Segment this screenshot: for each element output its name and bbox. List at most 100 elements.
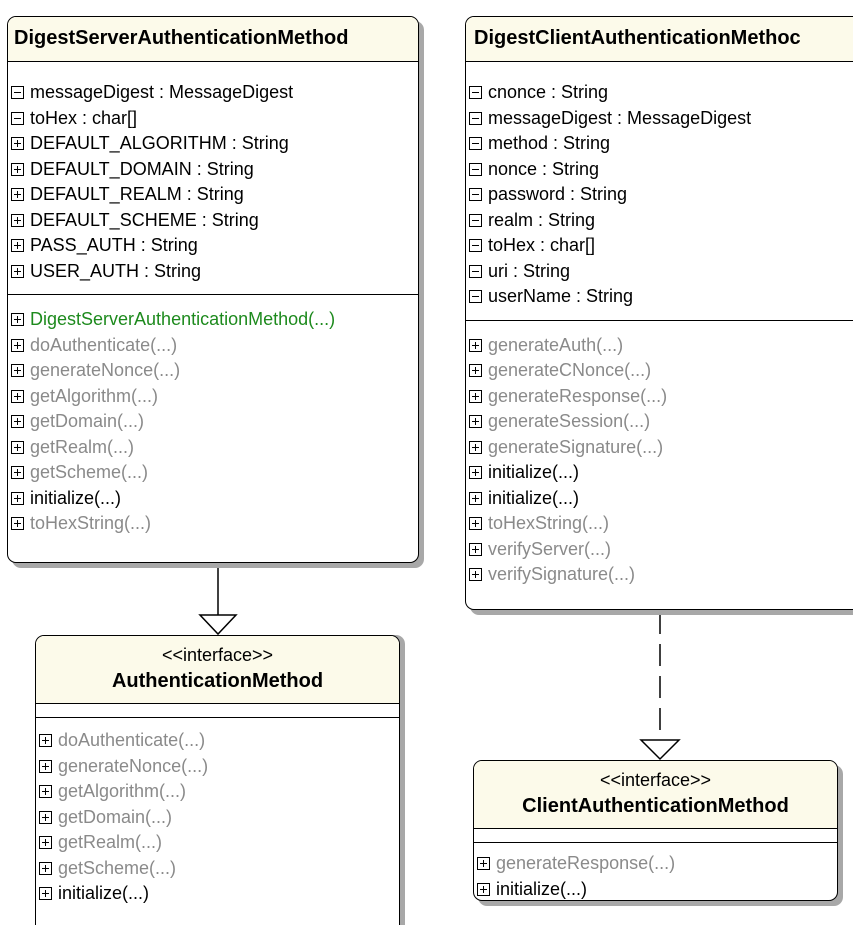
expand-icon[interactable] [11,338,24,352]
collapse-icon[interactable] [469,86,482,100]
client-class-method[interactable]: generateResponse(...) [466,384,853,410]
expand-icon[interactable] [469,389,482,403]
collapse-icon[interactable] [469,162,482,176]
expand-icon[interactable] [11,466,24,480]
expand-icon[interactable] [469,338,482,352]
server-class-method[interactable]: getScheme(...) [8,460,418,486]
expand-icon[interactable] [11,188,24,202]
auth-interface-method[interactable]: generateNonce(...) [36,754,399,780]
client-class-method[interactable]: toHexString(...) [466,511,853,537]
expand-icon[interactable] [477,857,490,871]
server-class-method[interactable]: getRealm(...) [8,435,418,461]
server-class-attribute[interactable]: USER_AUTH : String [8,259,418,285]
server-class-attribute[interactable]: toHex : char[] [8,106,418,132]
auth-interface-method[interactable]: getRealm(...) [36,830,399,856]
expand-icon[interactable] [11,264,24,278]
client-class-attribute[interactable]: messageDigest : MessageDigest [466,106,853,132]
client-interface-box[interactable]: <<interface>> ClientAuthenticationMethod… [473,760,838,901]
expand-icon[interactable] [11,415,24,429]
expand-icon[interactable] [469,440,482,454]
client-class-attribute[interactable]: userName : String [466,284,853,310]
server-class-attribute[interactable]: DEFAULT_DOMAIN : String [8,157,418,183]
expand-icon[interactable] [39,734,52,748]
client-class-method[interactable]: generateCNonce(...) [466,358,853,384]
client-class-method[interactable]: generateAuth(...) [466,333,853,359]
collapse-icon[interactable] [469,188,482,202]
server-class-method[interactable]: initialize(...) [8,486,418,512]
collapse-icon[interactable] [469,137,482,151]
expand-icon[interactable] [469,415,482,429]
expand-icon[interactable] [39,861,52,875]
client-class-attribute[interactable]: password : String [466,182,853,208]
expand-icon[interactable] [477,882,490,896]
server-class-method[interactable]: doAuthenticate(...) [8,333,418,359]
client-interface-header[interactable]: <<interface>> ClientAuthenticationMethod [474,761,837,829]
collapse-icon[interactable] [469,111,482,125]
server-class-header[interactable]: DigestServerAuthenticationMethod [8,17,418,62]
collapse-icon[interactable] [11,111,24,125]
client-class-method[interactable]: verifyServer(...) [466,537,853,563]
server-class-attribute[interactable]: messageDigest : MessageDigest [8,80,418,106]
client-class-method-label: verifySignature(...) [488,564,636,585]
expand-icon[interactable] [11,162,24,176]
auth-interface-method[interactable]: doAuthenticate(...) [36,728,399,754]
auth-interface-header[interactable]: <<interface>> AuthenticationMethod [36,636,399,704]
server-class-method[interactable]: getAlgorithm(...) [8,384,418,410]
expand-icon[interactable] [11,440,24,454]
expand-icon[interactable] [469,466,482,480]
client-class-method[interactable]: verifySignature(...) [466,562,853,588]
collapse-icon[interactable] [469,213,482,227]
server-class-attribute[interactable]: PASS_AUTH : String [8,233,418,259]
expand-icon[interactable] [39,759,52,773]
server-class-method[interactable]: toHexString(...) [8,511,418,537]
auth-interface-method[interactable]: getScheme(...) [36,856,399,882]
expand-icon[interactable] [11,137,24,151]
server-class-attribute[interactable]: DEFAULT_ALGORITHM : String [8,131,418,157]
client-interface-method[interactable]: generateResponse(...) [474,851,837,877]
client-class-attribute[interactable]: realm : String [466,208,853,234]
expand-icon[interactable] [11,389,24,403]
expand-icon[interactable] [469,542,482,556]
expand-icon[interactable] [11,313,24,327]
server-class-attribute[interactable]: DEFAULT_SCHEME : String [8,208,418,234]
auth-interface-method[interactable]: getAlgorithm(...) [36,779,399,805]
expand-icon[interactable] [469,491,482,505]
client-class-attribute[interactable]: cnonce : String [466,80,853,106]
server-realization-arrowhead [198,614,238,636]
server-class-box[interactable]: DigestServerAuthenticationMethod message… [7,16,419,563]
client-class-attribute[interactable]: uri : String [466,259,853,285]
expand-icon[interactable] [11,517,24,531]
collapse-icon[interactable] [469,239,482,253]
client-class-attribute[interactable]: nonce : String [466,157,853,183]
client-class-method[interactable]: initialize(...) [466,486,853,512]
expand-icon[interactable] [11,491,24,505]
expand-icon[interactable] [11,364,24,378]
expand-icon[interactable] [469,364,482,378]
expand-icon[interactable] [469,517,482,531]
expand-icon[interactable] [39,887,52,901]
client-interface-method[interactable]: initialize(...) [474,877,837,901]
client-class-header[interactable]: DigestClientAuthenticationMethoc [466,17,853,62]
expand-icon[interactable] [469,568,482,582]
client-class-method[interactable]: initialize(...) [466,460,853,486]
auth-interface-method[interactable]: getDomain(...) [36,805,399,831]
client-class-box[interactable]: DigestClientAuthenticationMethoc cnonce … [465,16,853,610]
server-class-method[interactable]: DigestServerAuthenticationMethod(...) [8,307,418,333]
server-class-attribute[interactable]: DEFAULT_REALM : String [8,182,418,208]
expand-icon[interactable] [11,213,24,227]
auth-interface-method[interactable]: initialize(...) [36,881,399,907]
expand-icon[interactable] [39,836,52,850]
client-class-method[interactable]: generateSignature(...) [466,435,853,461]
expand-icon[interactable] [39,810,52,824]
client-class-attribute[interactable]: method : String [466,131,853,157]
server-class-method[interactable]: getDomain(...) [8,409,418,435]
collapse-icon[interactable] [469,290,482,304]
auth-interface-box[interactable]: <<interface>> AuthenticationMethod doAut… [35,635,400,925]
client-class-method[interactable]: generateSession(...) [466,409,853,435]
collapse-icon[interactable] [469,264,482,278]
collapse-icon[interactable] [11,86,24,100]
expand-icon[interactable] [39,785,52,799]
server-class-method[interactable]: generateNonce(...) [8,358,418,384]
client-class-attribute[interactable]: toHex : char[] [466,233,853,259]
expand-icon[interactable] [11,239,24,253]
